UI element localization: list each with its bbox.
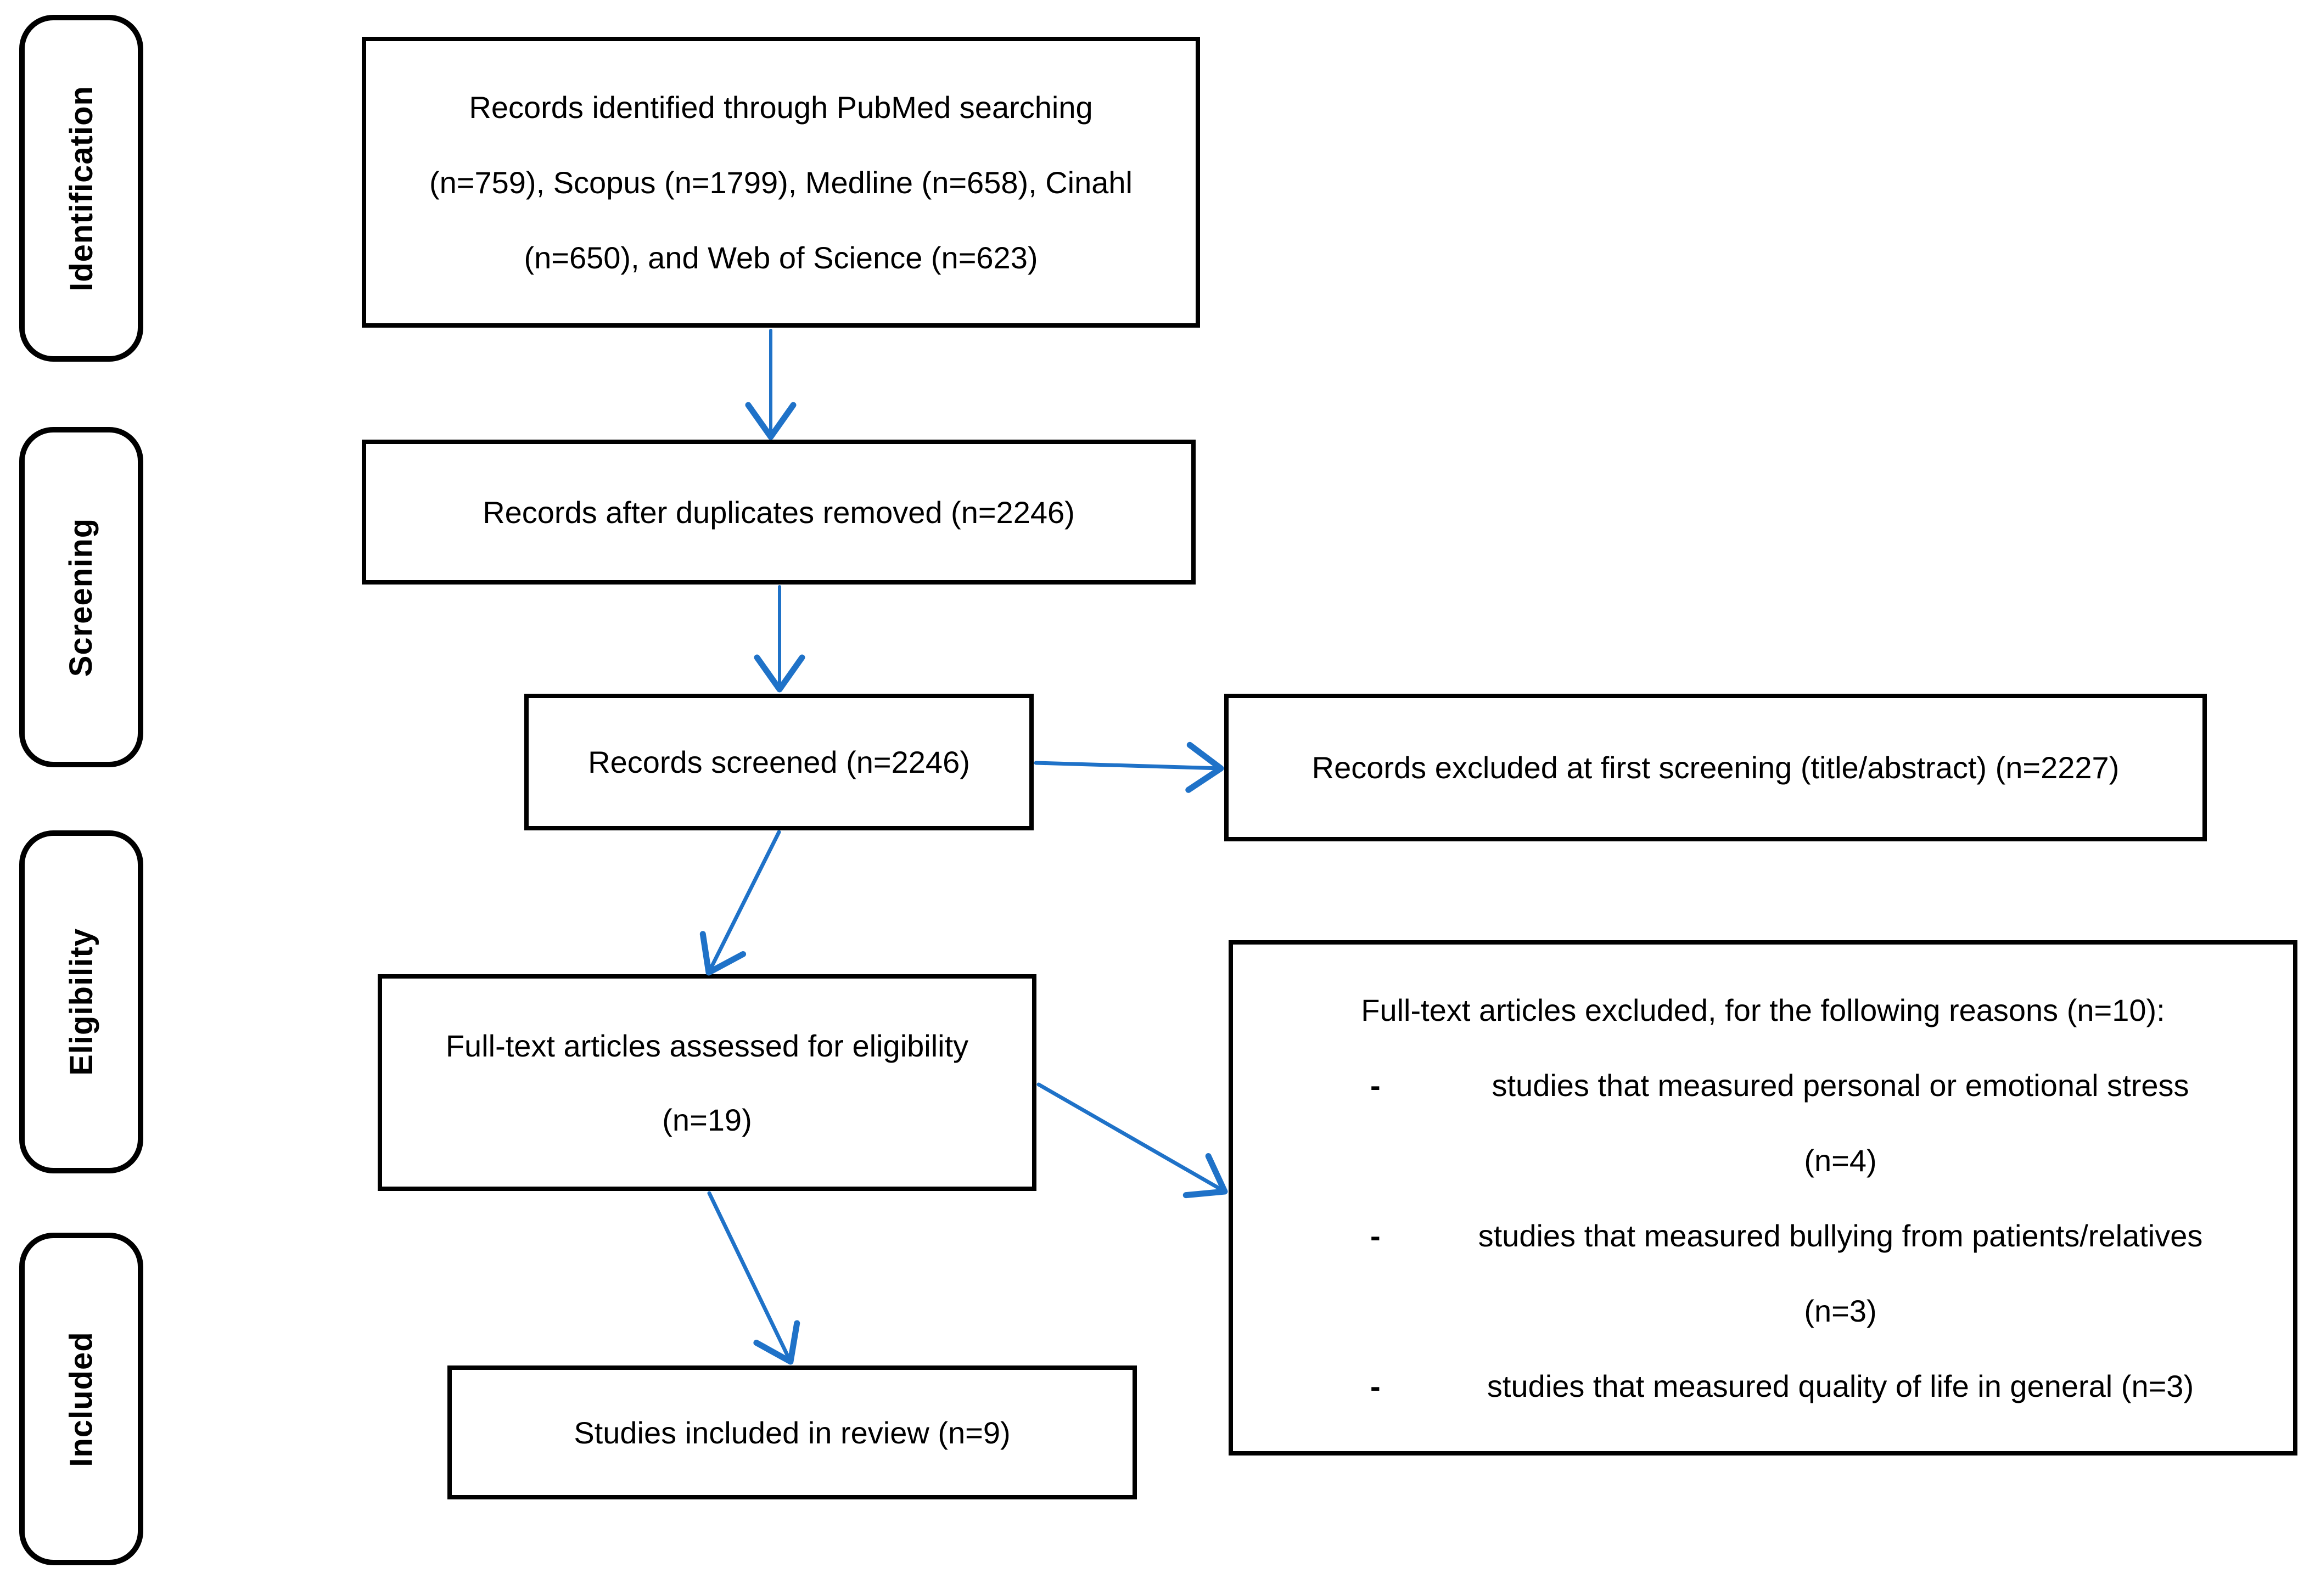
exclusion-reason-row: - studies that measured quality of life … bbox=[1233, 1348, 2293, 1424]
studies-included-text: Studies included in review (n=9) bbox=[574, 1415, 1011, 1450]
arrow-fulltext-to-included bbox=[707, 1191, 800, 1365]
bullet-dash-icon: - bbox=[1370, 1067, 1381, 1103]
stage-pill-identification: Identification bbox=[19, 15, 143, 362]
records-after-duplicates-box: Records after duplicates removed (n=2246… bbox=[362, 440, 1196, 585]
records-after-duplicates-text: Records after duplicates removed (n=2246… bbox=[483, 494, 1075, 530]
exclusion-reason-2-count: (n=3) bbox=[1804, 1293, 1877, 1328]
arrow-fulltext-to-reasons bbox=[1036, 1082, 1228, 1199]
exclusion-reason-1-count: (n=4) bbox=[1804, 1143, 1877, 1178]
records-identified-line-2: (n=759), Scopus (n=1799), Medline (n=658… bbox=[429, 165, 1133, 200]
stage-pill-included: Included bbox=[19, 1233, 143, 1565]
stage-pill-eligibility: Eligibility bbox=[19, 830, 143, 1173]
exclusion-reason-row: (n=3) bbox=[1233, 1273, 2293, 1348]
fulltext-assessed-line-1: Full-text articles assessed for eligibil… bbox=[445, 1028, 969, 1063]
records-identified-line-1: Records identified through PubMed search… bbox=[469, 89, 1093, 125]
records-identified-box: Records identified through PubMed search… bbox=[362, 37, 1200, 328]
stage-label-included: Included bbox=[63, 1331, 99, 1467]
arrow-screened-to-fulltext bbox=[699, 830, 781, 976]
exclusion-reason-3-text: studies that measured quality of life in… bbox=[1487, 1368, 2194, 1403]
stage-pill-screening: Screening bbox=[19, 427, 143, 767]
stage-label-identification: Identification bbox=[63, 85, 99, 291]
studies-included-box: Studies included in review (n=9) bbox=[447, 1365, 1137, 1499]
records-screened-text: Records screened (n=2246) bbox=[588, 745, 970, 779]
exclusion-reason-row: (n=4) bbox=[1233, 1123, 2293, 1198]
records-screened-box: Records screened (n=2246) bbox=[524, 694, 1034, 830]
arrow-screened-to-excluded bbox=[1034, 741, 1224, 793]
fulltext-excluded-title: Full-text articles excluded, for the fol… bbox=[1361, 992, 2165, 1027]
exclusion-reason-2-text: studies that measured bullying from pati… bbox=[1478, 1218, 2203, 1253]
bullet-dash-icon: - bbox=[1370, 1218, 1381, 1253]
fulltext-assessed-line-2: (n=19) bbox=[662, 1102, 752, 1137]
stage-label-screening: Screening bbox=[63, 518, 99, 677]
exclusion-reason-row: - studies that measured personal or emot… bbox=[1233, 1048, 2293, 1123]
bullet-dash-icon: - bbox=[1370, 1368, 1381, 1403]
fulltext-excluded-box: Full-text articles excluded, for the fol… bbox=[1229, 940, 2297, 1455]
records-excluded-first-screening-box: Records excluded at first screening (tit… bbox=[1224, 694, 2207, 841]
stage-label-eligibility: Eligibility bbox=[63, 928, 99, 1076]
exclusion-reason-row: - studies that measured bullying from pa… bbox=[1233, 1198, 2293, 1273]
exclusion-reason-1-text: studies that measured personal or emotio… bbox=[1492, 1067, 2189, 1103]
fulltext-assessed-box: Full-text articles assessed for eligibil… bbox=[378, 974, 1036, 1191]
records-excluded-first-screening-text: Records excluded at first screening (tit… bbox=[1311, 750, 2120, 785]
records-identified-line-3: (n=650), and Web of Science (n=623) bbox=[524, 240, 1038, 275]
